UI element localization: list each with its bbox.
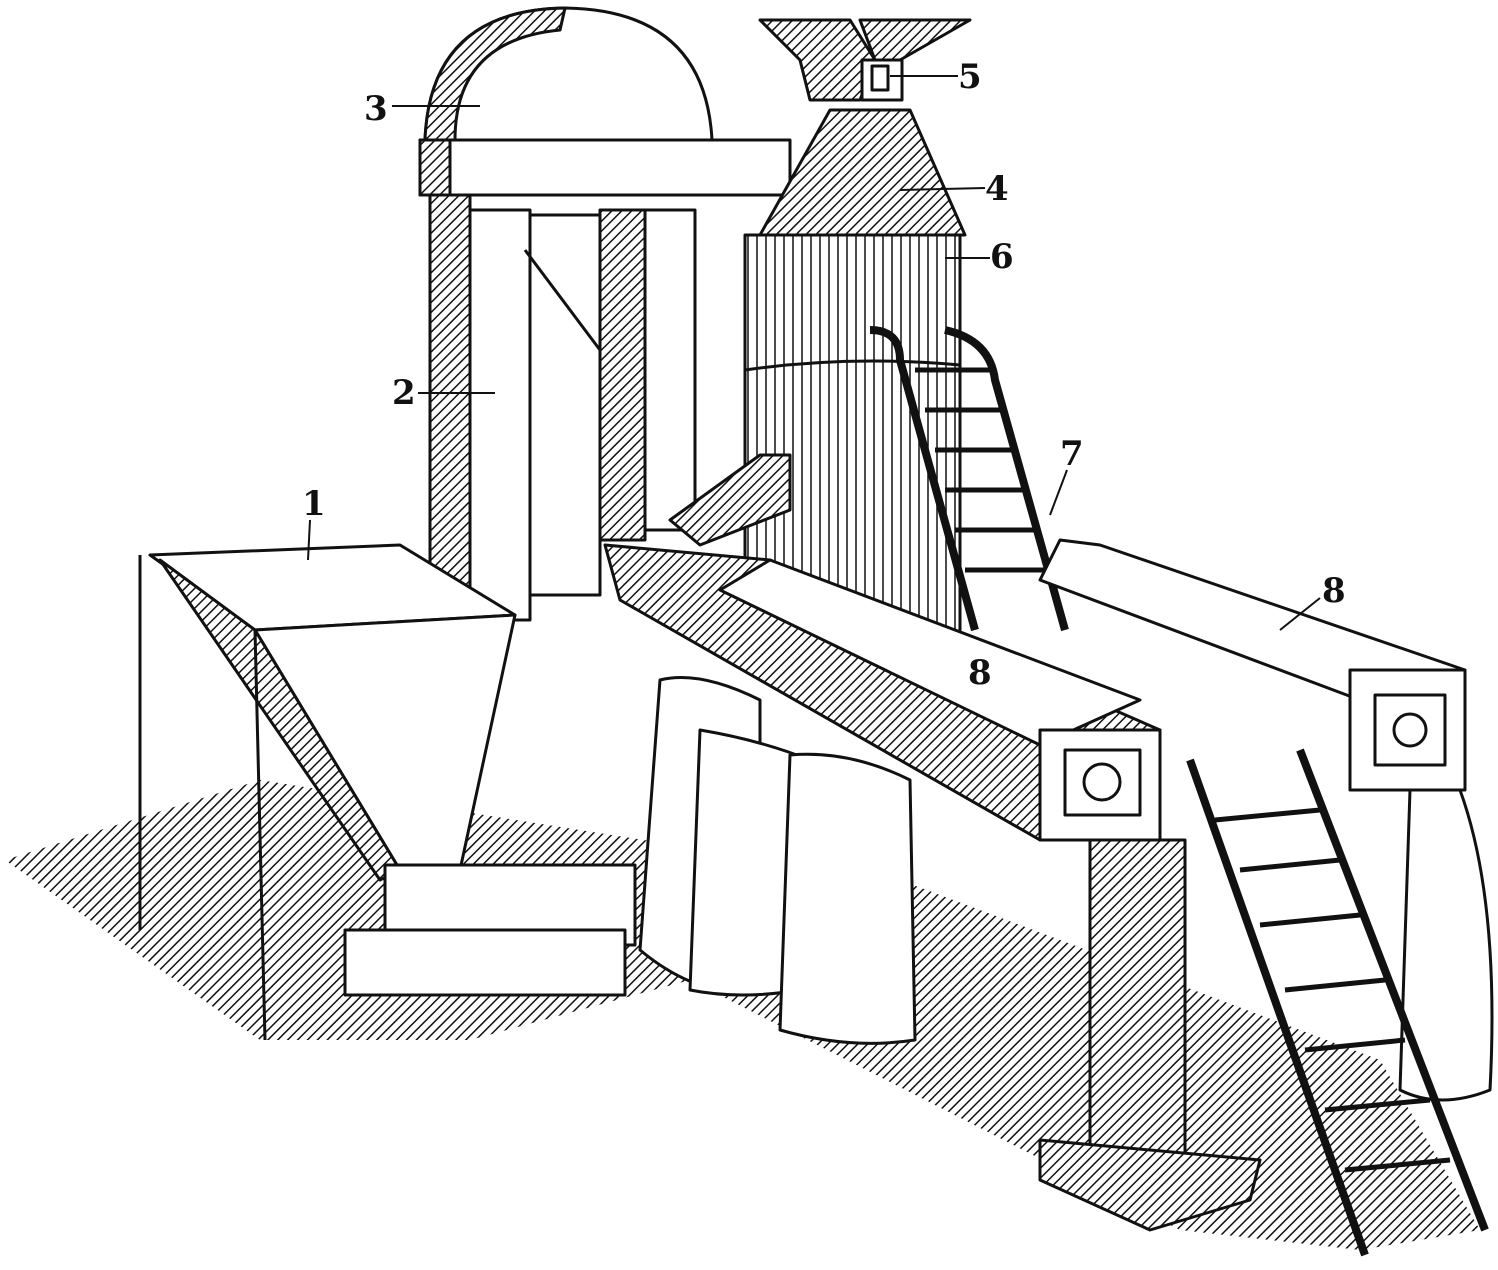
label-8-right: 8 — [1322, 571, 1346, 611]
label-1: 1 — [302, 484, 326, 524]
label-7: 7 — [1060, 434, 1084, 474]
label-6: 6 — [990, 237, 1014, 277]
silo-ladder — [869, 326, 1069, 632]
label-5: 5 — [958, 57, 982, 97]
label-2: 2 — [392, 373, 416, 413]
front-ladder — [1186, 748, 1489, 1257]
top-beam — [418, 138, 792, 197]
top-funnel — [758, 18, 877, 102]
label-3: 3 — [364, 89, 388, 129]
grain-sack — [778, 752, 917, 1045]
label-4: 4 — [985, 169, 1009, 209]
cone-hood — [758, 108, 967, 237]
label-8-left: 8 — [968, 653, 992, 693]
tower-column-left — [428, 193, 472, 617]
